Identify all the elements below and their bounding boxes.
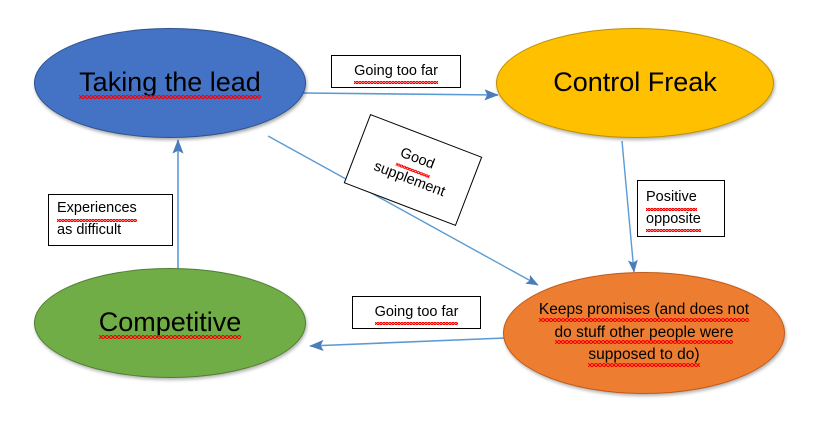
node-taking-the-lead-label: Taking the lead	[79, 67, 261, 99]
node-control-freak-label: Control Freak	[553, 67, 717, 98]
node-competitive[interactable]: Competitive	[34, 268, 306, 378]
edge-label-going-too-far-top-text: Going too far	[332, 61, 460, 85]
edge-label-going-too-far-bottom[interactable]: Going too far	[352, 296, 481, 329]
node-competitive-label: Competitive	[98, 307, 242, 339]
connector-taking-the-lead-to-keeps-promises	[267, 135, 539, 286]
edge-label-going-too-far-top[interactable]: Going too far	[331, 55, 461, 88]
connector-control-freak-to-keeps-promises	[621, 140, 638, 273]
connector-taking-the-lead-to-control-freak	[302, 89, 499, 101]
connector-keeps-promises-to-competitive	[309, 337, 506, 352]
node-taking-the-lead[interactable]: Taking the lead	[34, 28, 306, 138]
node-control-freak[interactable]: Control Freak	[496, 28, 774, 138]
edge-label-going-too-far-bottom-text: Going too far	[353, 302, 480, 326]
